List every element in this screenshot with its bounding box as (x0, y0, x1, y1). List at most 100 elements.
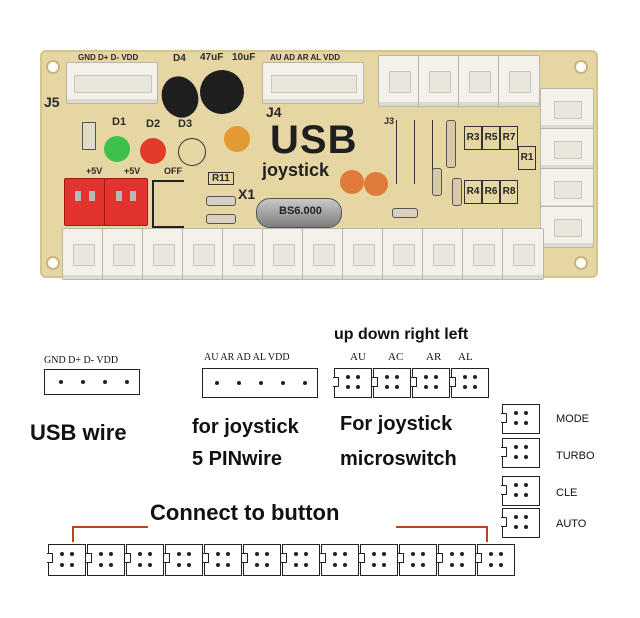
d4-label: D4 (173, 53, 186, 64)
microswitch-label-line2: microswitch (340, 448, 457, 470)
x1-label: X1 (238, 186, 256, 202)
joystick-5pin-label-line1: for joystick (192, 416, 299, 438)
direction-microswitch-connector (450, 368, 489, 398)
button-connector-diagram (242, 544, 281, 576)
button-connector-diagram (47, 544, 86, 576)
dir-ac-label: AC (388, 351, 404, 363)
function-connector-column (501, 404, 542, 538)
resistor-r6: R6 (482, 180, 500, 204)
mounting-hole (46, 256, 60, 270)
joystick-header-pin-labels: AU AD AR AL VDD (270, 53, 341, 62)
plus5v-label: +5V (86, 166, 103, 176)
button-connector (262, 228, 304, 280)
button-connector-diagram (359, 544, 398, 576)
plus5v-label: +5V (124, 166, 141, 176)
bracket-line-left (72, 526, 148, 528)
button-connector-diagram (125, 544, 164, 576)
mounting-hole (574, 256, 588, 270)
ceramic-capacitor (340, 170, 364, 194)
connect-to-button-label: Connect to button (150, 500, 340, 525)
resistor (206, 214, 236, 224)
bracket-line-right (396, 526, 488, 528)
direction-connector (378, 55, 420, 107)
j4-label: J4 (266, 104, 282, 120)
button-connector-diagram (203, 544, 242, 576)
button-connector (222, 228, 264, 280)
d3-label: D3 (178, 118, 193, 130)
jumper-outline (152, 180, 184, 228)
button-connector-diagram (86, 544, 125, 576)
crystal-oscillator: BS6.000 (256, 198, 342, 228)
usb-wire-header (44, 369, 140, 395)
button-connector (142, 228, 184, 280)
bracket-line-right-tick (486, 526, 488, 542)
resistor-r7: R7 (500, 126, 518, 150)
direction-connector (418, 55, 460, 107)
turbo-label: TURBO (556, 450, 595, 462)
dir-ar-label: AR (426, 351, 442, 363)
direction-connector-row (333, 368, 494, 400)
d1-label: D1 (112, 116, 127, 128)
resistor-r1: R1 (518, 146, 536, 170)
auto-label: AUTO (556, 518, 587, 530)
function-button-connector (501, 476, 540, 506)
microswitch-label-line1: For joystick (340, 413, 453, 435)
power-jumper-left (64, 178, 106, 226)
direction-connector (458, 55, 500, 107)
button-connector-diagram (281, 544, 320, 576)
ceramic-capacitor (224, 126, 250, 152)
usb-header-pin-labels: GND D+ D- VDD (78, 53, 139, 62)
joystick-pin-labels: AU AR AD AL VDD (204, 352, 290, 363)
direction-microswitch-connector (333, 368, 372, 398)
mounting-hole (46, 60, 60, 74)
power-jumper-right (104, 178, 148, 226)
function-connector (540, 168, 594, 210)
function-connector (540, 128, 594, 170)
resistor (206, 196, 236, 206)
diode (82, 122, 96, 150)
board-joystick-text: joystick (262, 160, 330, 180)
button-connector (462, 228, 504, 280)
button-connector-diagram (476, 544, 515, 576)
button-header-row (47, 544, 516, 576)
usb-header-j5 (66, 62, 158, 104)
direction-microswitch-connector (372, 368, 411, 398)
crystal-marking: BS6.000 (279, 205, 322, 217)
function-connector (540, 88, 594, 130)
d2-label: D2 (146, 118, 161, 130)
resistor-r4: R4 (464, 180, 482, 204)
cap-10uf-label: 10uF (232, 52, 256, 63)
trace (414, 120, 415, 184)
joystick-5pin-label-line2: 5 PINwire (192, 448, 283, 470)
cap-47uf-label: 47uF (200, 52, 224, 63)
j3-label: J3 (384, 116, 395, 126)
mounting-hole (574, 60, 588, 74)
usb-pin-labels: GND D+ D- VDD (44, 355, 119, 366)
usb-wire-label: USB wire (30, 420, 127, 445)
direction-connector (498, 55, 540, 107)
joystick-5pin-header (202, 368, 318, 398)
bracket-line-left-tick (72, 526, 74, 542)
cle-label: CLE (556, 487, 578, 499)
button-connector (302, 228, 344, 280)
trace (396, 120, 397, 184)
button-connector-row (62, 228, 544, 280)
resistor (452, 178, 462, 206)
resistor (432, 168, 442, 196)
button-connector (422, 228, 464, 280)
button-connector-diagram (437, 544, 476, 576)
mode-label: MODE (556, 413, 589, 425)
trace (432, 120, 433, 184)
button-connector-diagram (398, 544, 437, 576)
board-usb-text: USB (270, 118, 358, 162)
button-connector-diagram (320, 544, 359, 576)
resistor-r3: R3 (464, 126, 482, 150)
dir-al-label: AL (458, 351, 473, 363)
button-connector (182, 228, 224, 280)
ceramic-capacitor (364, 172, 388, 196)
function-button-connector (501, 404, 540, 434)
button-connector (382, 228, 424, 280)
r11-label: R11 (208, 172, 234, 185)
led-footprint (178, 138, 206, 166)
function-button-connector (501, 438, 540, 468)
